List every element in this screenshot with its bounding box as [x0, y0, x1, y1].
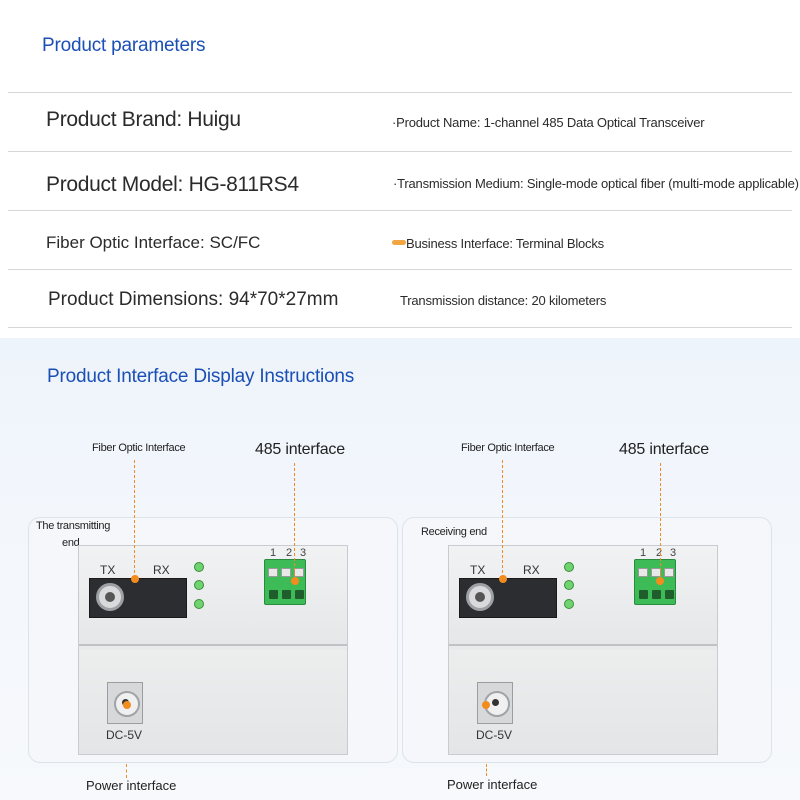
receiving-end-label: Receiving end	[421, 526, 487, 538]
left-terminal-num-1: 1	[270, 547, 277, 559]
medium-value: ·Transmission Medium: Single-mode optica…	[393, 176, 799, 191]
left-485-dot	[291, 577, 299, 585]
right-fiber-callout: Fiber Optic Interface	[461, 442, 555, 454]
left-power-dot	[123, 701, 131, 709]
right-485-callout: 485 interface	[619, 441, 709, 458]
table-divider	[8, 92, 792, 93]
table-divider	[8, 327, 792, 328]
parameters-title: Product parameters	[42, 35, 206, 56]
interface-title: Product Interface Display Instructions	[47, 366, 355, 387]
right-terminal-num-2: 2	[656, 547, 663, 559]
accent-mark	[392, 240, 406, 245]
table-divider	[8, 269, 792, 270]
left-rx-label: RX	[153, 563, 170, 577]
right-fiber-port	[466, 583, 494, 611]
left-led-2	[194, 580, 204, 590]
product-name-value: ·Product Name: 1-channel 485 Data Optica…	[392, 115, 705, 130]
right-power-dot	[482, 701, 490, 709]
model-value: Product Model: HG-811RS4	[46, 173, 299, 196]
transmitting-end-label: The transmitting	[36, 520, 111, 532]
right-tx-label: TX	[470, 563, 486, 577]
right-485-leader	[660, 463, 661, 581]
left-power-callout: Power interface	[86, 778, 177, 793]
right-dc-jack	[477, 682, 513, 724]
distance-value: Transmission distance: 20 kilometers	[400, 293, 607, 308]
right-dc-label: DC-5V	[476, 728, 513, 742]
right-power-callout: Power interface	[447, 777, 538, 792]
transmitting-end-label-2: end	[62, 537, 80, 549]
right-led-2	[564, 580, 574, 590]
left-terminal-num-3: 3	[300, 547, 307, 559]
business-interface-value: Business Interface: Terminal Blocks	[406, 236, 604, 251]
left-485-leader	[294, 463, 295, 581]
table-divider	[8, 210, 792, 211]
left-485-callout: 485 interface	[255, 441, 345, 458]
dimensions-value: Product Dimensions: 94*70*27mm	[48, 289, 339, 310]
right-terminal-num-3: 3	[670, 547, 677, 559]
right-rx-label: RX	[523, 563, 540, 577]
left-fiber-dot	[131, 575, 139, 583]
right-485-dot	[656, 577, 664, 585]
brand-value: Product Brand: Huigu	[46, 108, 241, 131]
left-led-3	[194, 599, 204, 609]
right-led-1	[564, 562, 574, 572]
right-power-leader	[486, 764, 487, 776]
left-terminal-block	[264, 559, 306, 605]
table-divider	[8, 151, 792, 152]
left-fiber-port	[96, 583, 124, 611]
left-tx-label: TX	[100, 563, 116, 577]
right-terminal-num-1: 1	[640, 547, 647, 559]
fiber-interface-value: Fiber Optic Interface: SC/FC	[46, 233, 261, 252]
left-fiber-callout: Fiber Optic Interface	[92, 442, 186, 454]
left-terminal-num-2: 2	[286, 547, 293, 559]
right-led-3	[564, 599, 574, 609]
left-led-1	[194, 562, 204, 572]
parameters-section: Product parameters Product Brand: Huigu …	[0, 0, 800, 338]
left-dc-jack	[107, 682, 143, 724]
left-power-leader	[126, 764, 127, 778]
right-fiber-dot	[499, 575, 507, 583]
left-dc-label: DC-5V	[106, 728, 143, 742]
right-terminal-block	[634, 559, 676, 605]
right-fiber-leader	[502, 460, 503, 578]
left-fiber-leader	[134, 460, 135, 578]
